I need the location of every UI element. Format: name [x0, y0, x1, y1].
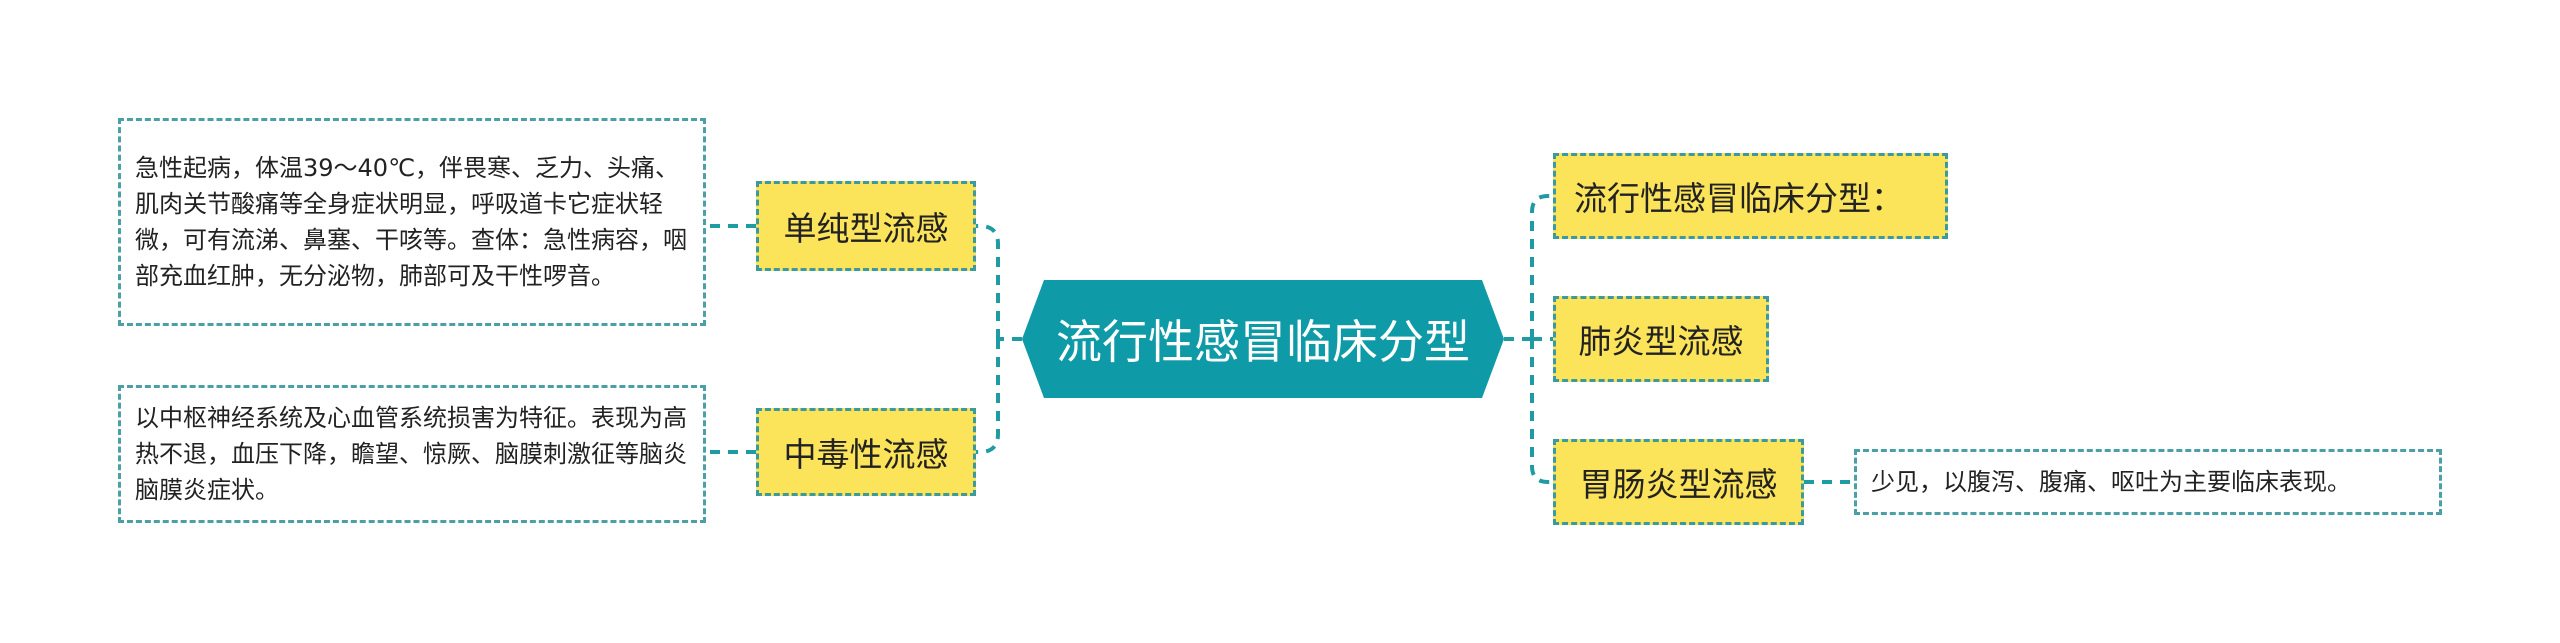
detail-simple-flu[interactable]: 急性起病，体温39～40℃，伴畏寒、乏力、头痛、肌肉关节酸痛等全身症状明显，呼吸… [118, 118, 706, 326]
detail-toxic-flu[interactable]: 以中枢神经系统及心血管系统损害为特征。表现为高热不退，血压下降，瞻望、惊厥、脑膜… [118, 385, 706, 523]
branch-pneumonia-flu[interactable]: 肺炎型流感 [1553, 296, 1769, 382]
detail-gastro-flu-text: 少见，以腹泻、腹痛、呕吐为主要临床表现。 [1871, 468, 2351, 496]
connector-right-trunk [1530, 194, 1553, 484]
branch-toxic-flu[interactable]: 中毒性流感 [756, 408, 976, 496]
central-topic-label: 流行性感冒临床分型 [1056, 315, 1470, 369]
connector-left-trunk [975, 224, 1000, 454]
branch-simple-flu[interactable]: 单纯型流感 [756, 181, 976, 271]
detail-toxic-flu-text: 以中枢神经系统及心血管系统损害为特征。表现为高热不退，血压下降，瞻望、惊厥、脑膜… [135, 404, 687, 504]
branch-toxic-flu-label: 中毒性流感 [783, 435, 949, 474]
detail-gastro-flu[interactable]: 少见，以腹泻、腹痛、呕吐为主要临床表现。 [1854, 449, 2442, 515]
branch-gastro-flu[interactable]: 胃肠炎型流感 [1553, 439, 1804, 525]
branch-simple-flu-label: 单纯型流感 [783, 209, 949, 248]
branch-classification-heading[interactable]: 流行性感冒临床分型： [1553, 153, 1948, 239]
branch-classification-heading-label: 流行性感冒临床分型： [1574, 179, 1904, 218]
detail-simple-flu-text: 急性起病，体温39～40℃，伴畏寒、乏力、头痛、肌肉关节酸痛等全身症状明显，呼吸… [135, 154, 687, 290]
central-topic[interactable]: 流行性感冒临床分型 [1022, 280, 1504, 398]
branch-pneumonia-flu-label: 肺炎型流感 [1578, 322, 1744, 361]
branch-gastro-flu-label: 胃肠炎型流感 [1579, 465, 1778, 504]
